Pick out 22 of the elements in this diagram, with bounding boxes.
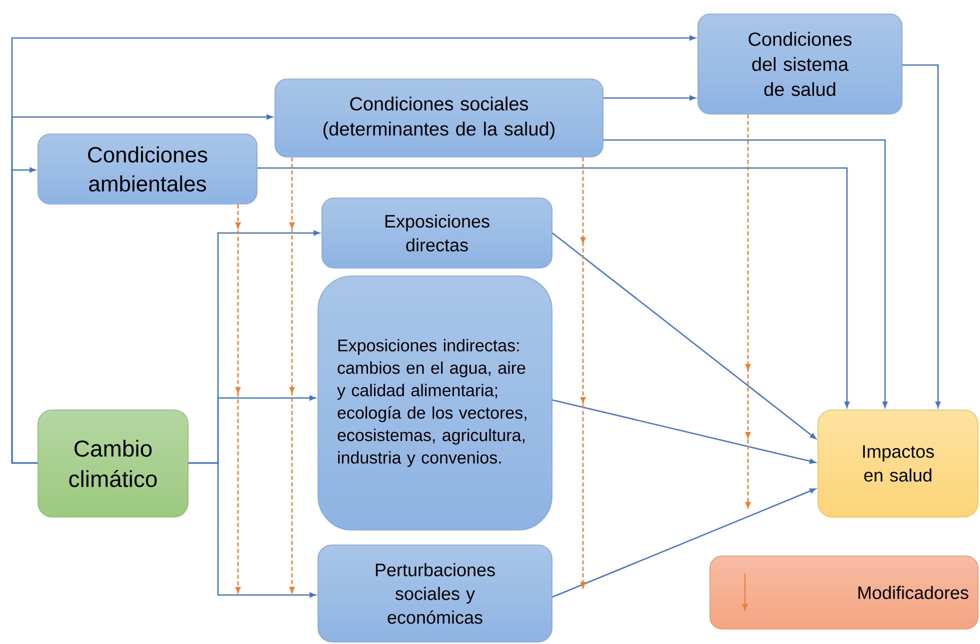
process-box: Condiciones ambientales [38,134,258,204]
arrow [552,488,816,598]
arrow [188,462,316,598]
arrow [552,232,816,439]
arrow [552,399,816,464]
arrow [11,167,38,464]
process-box: Impactos en salud [818,410,978,518]
process-box: Perturbaciones sociales y económicas [318,544,552,642]
dashed-arrow [235,204,241,593]
process-box: Exposiciones directas [322,198,552,268]
arrow [902,64,941,408]
dashed-arrow [580,157,586,588]
arrow [603,95,696,101]
dashed-arrow [746,114,751,508]
legend-box: Modificadores [710,556,978,630]
process-box: Exposiciones indirectas: cambios en el agua, aire y calidad alimentaria; ecología de los vectores, ecosistemas, agricultura, industria y convenios. [318,276,552,530]
dashed-arrow [290,157,295,593]
arrow [603,139,888,408]
process-box: Cambio climático [38,410,188,518]
process-box: Condiciones del sistema de salud [698,14,902,114]
process-box: Condiciones sociales (determinantes de la salud) [274,78,604,158]
arrow [257,167,850,408]
